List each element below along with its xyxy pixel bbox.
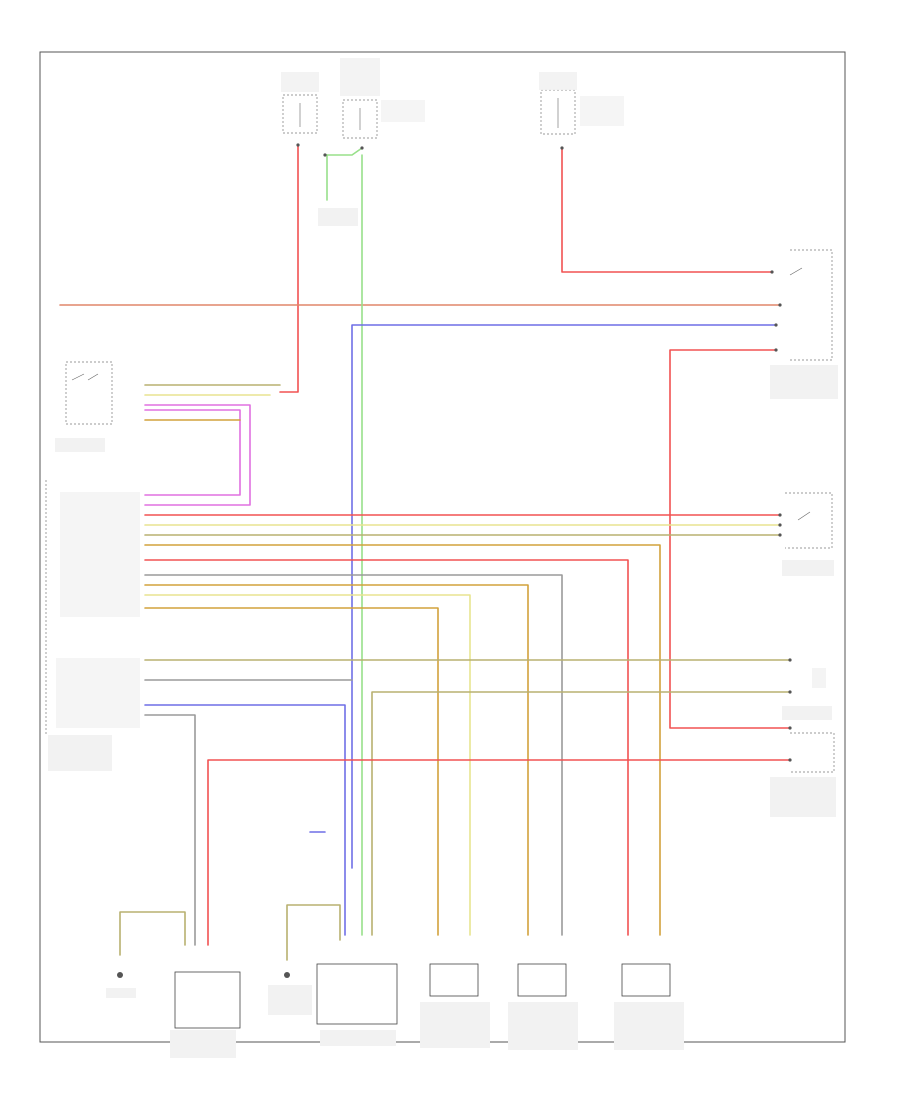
ground-bottom-2 bbox=[268, 972, 312, 1015]
wire-khaki-28 bbox=[119, 911, 186, 956]
ignition-switch-right bbox=[770, 249, 838, 399]
wire-red-7 bbox=[669, 349, 791, 729]
pin-marker-2 bbox=[560, 146, 564, 150]
pin-marker-8 bbox=[770, 270, 774, 274]
wire-gold-21 bbox=[144, 607, 439, 936]
module-right-lower bbox=[770, 732, 836, 817]
pin-marker-9 bbox=[778, 513, 782, 517]
wire-red-27 bbox=[207, 759, 791, 946]
pin-marker-5 bbox=[778, 303, 782, 307]
hazard-switch-right bbox=[782, 492, 834, 576]
wire-khaki-24 bbox=[371, 691, 791, 936]
pin-marker-7 bbox=[774, 348, 778, 352]
wire-gray-18 bbox=[144, 574, 563, 936]
pin-marker-6 bbox=[774, 323, 778, 327]
module-bottom-3 bbox=[316, 963, 398, 1046]
pin-marker-4 bbox=[323, 153, 327, 157]
wire-khaki-29 bbox=[286, 904, 341, 961]
ground-label-top bbox=[318, 208, 358, 226]
wire-blue-6 bbox=[351, 324, 777, 869]
wire-gray-26 bbox=[144, 714, 196, 946]
wire-red-1 bbox=[279, 144, 299, 393]
steering-column-switch bbox=[55, 361, 113, 452]
wire-yellow-20 bbox=[144, 594, 471, 936]
module-bottom-6 bbox=[614, 963, 684, 1050]
diagram-frame bbox=[39, 51, 846, 1043]
wire-layer bbox=[59, 143, 792, 961]
pin-marker-1 bbox=[296, 143, 300, 147]
module-bottom-1 bbox=[170, 971, 241, 1058]
pin-marker-10 bbox=[778, 523, 782, 527]
wire-gold-19 bbox=[144, 584, 529, 936]
wire-magenta-10 bbox=[144, 404, 251, 506]
wire-red-3 bbox=[561, 147, 773, 273]
fuse-right-middle bbox=[782, 668, 832, 720]
module-bottom-5 bbox=[508, 963, 578, 1050]
control-module-left bbox=[45, 480, 140, 771]
wire-red-17 bbox=[144, 559, 629, 936]
wire-green-4 bbox=[324, 147, 363, 936]
pin-marker-15 bbox=[788, 758, 792, 762]
module-bottom-4 bbox=[420, 963, 490, 1048]
pin-marker-12 bbox=[788, 658, 792, 662]
pin-marker-13 bbox=[788, 690, 792, 694]
fuse-block-left bbox=[281, 72, 319, 134]
fuse-block-right bbox=[539, 72, 624, 135]
wire-gold-16 bbox=[144, 544, 661, 936]
pin-marker-14 bbox=[788, 726, 792, 730]
fuse-block-middle bbox=[340, 58, 425, 139]
wire-magenta-11 bbox=[144, 409, 241, 496]
wire-blue-25 bbox=[144, 704, 346, 936]
pin-marker-11 bbox=[778, 533, 782, 537]
ground-left bbox=[106, 972, 136, 998]
pin-marker-3 bbox=[360, 146, 364, 150]
